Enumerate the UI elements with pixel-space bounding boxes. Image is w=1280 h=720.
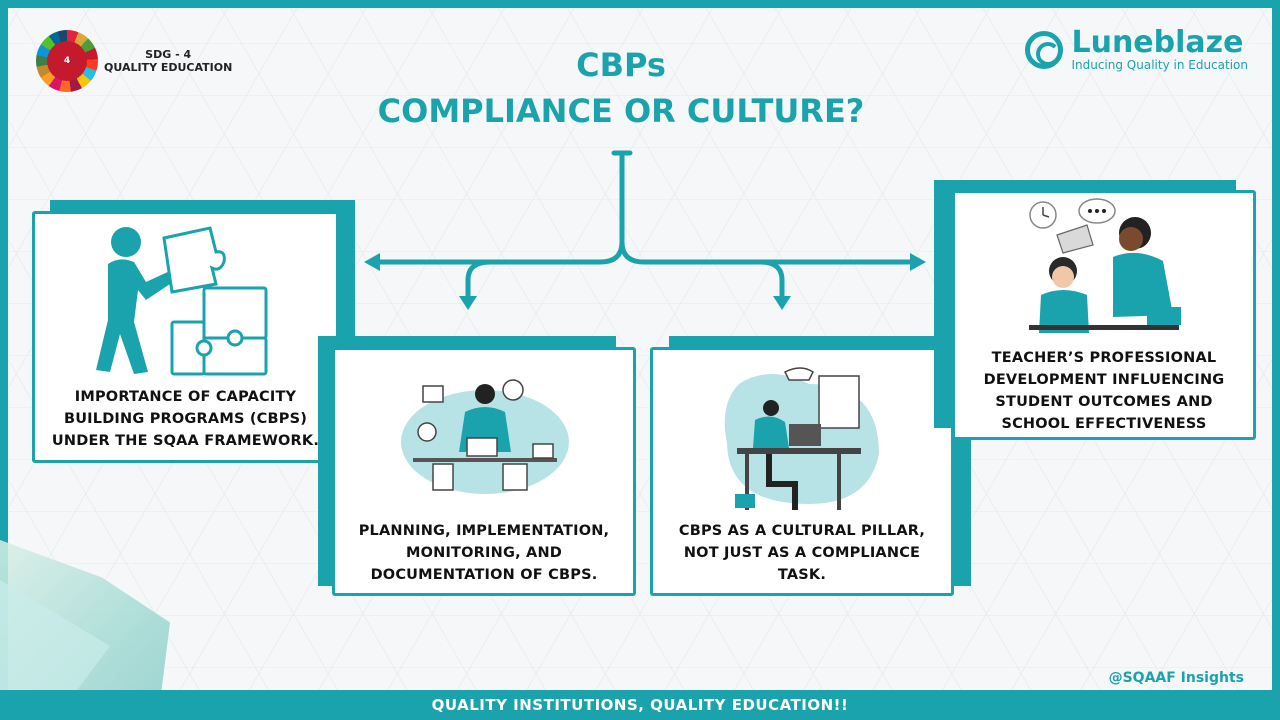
card-teacher: TEACHER’S PROFESSIONAL DEVELOPMENT INFLU…: [952, 190, 1256, 440]
sdg-line-1: SDG - 4: [145, 48, 192, 61]
sdg-label: SDG - 4 QUALITY EDUCATION: [104, 48, 232, 74]
logo-tagline: Inducing Quality in Education: [1071, 58, 1248, 72]
card-2-text: PLANNING, IMPLEMENTATION, MONITORING, AN…: [358, 523, 610, 583]
card-culture: CBPS AS A CULTURAL PILLAR, NOT JUST AS A…: [650, 347, 954, 596]
card-1-text: IMPORTANCE OF CAPACITY BUILDING PROGRAMS…: [51, 389, 320, 449]
card-importance: IMPORTANCE OF CAPACITY BUILDING PROGRAMS…: [32, 211, 339, 463]
card-planning: PLANNING, IMPLEMENTATION, MONITORING, AN…: [332, 347, 636, 596]
sdg-wheel-icon: 4: [36, 30, 98, 92]
planning-woman-icon: [401, 379, 569, 494]
puzzle-person-icon: [96, 226, 268, 376]
page-subtitle: COMPLIANCE OR CULTURE?: [377, 92, 865, 130]
logo-name: Luneblaze: [1071, 25, 1244, 60]
logo-mark-icon: [1025, 31, 1064, 69]
card-3-text: CBPS AS A CULTURAL PILLAR, NOT JUST AS A…: [678, 523, 926, 583]
sdg-badge-number: 4: [63, 56, 71, 66]
luneblaze-logo: Luneblaze Inducing Quality in Education: [1025, 28, 1248, 72]
teacher-student-icon: [1029, 198, 1181, 333]
sdg-badge: 4 SDG - 4 QUALITY EDUCATION: [36, 30, 232, 92]
footer-banner: QUALITY INSTITUTIONS, QUALITY EDUCATION!…: [0, 690, 1280, 720]
social-handle: @SQAAF Insights: [1108, 670, 1244, 686]
card-4-text: TEACHER’S PROFESSIONAL DEVELOPMENT INFLU…: [983, 350, 1225, 432]
sdg-book-icon: 4: [47, 41, 87, 81]
desk-worker-icon: [724, 367, 879, 510]
arrow-right-icon: [910, 253, 926, 271]
sdg-line-2: QUALITY EDUCATION: [104, 61, 233, 74]
arrow-down-right-icon: [773, 296, 791, 310]
page-title: CBPs: [576, 46, 666, 84]
arrow-down-left-icon: [459, 296, 477, 310]
arrow-left-icon: [364, 253, 380, 271]
